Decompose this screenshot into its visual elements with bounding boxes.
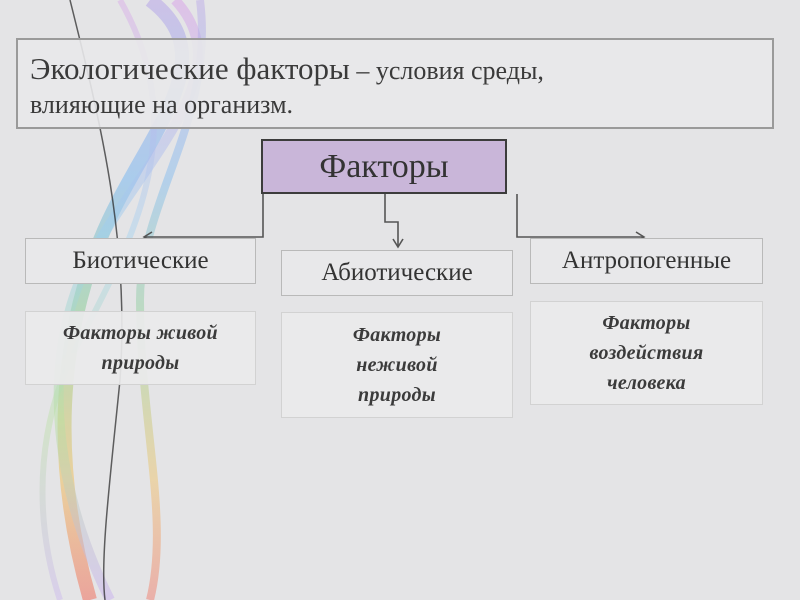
- definition-line-2: влияющие на организм.: [30, 90, 294, 119]
- root-node-factors: Факторы: [261, 139, 507, 194]
- definition-box: Экологические факторы – условия среды, в…: [16, 38, 774, 129]
- definition-dash-text: – условия среды,: [349, 56, 544, 85]
- definition-line-1: Экологические факторы – условия среды,: [30, 50, 760, 90]
- description-biotic: Факторы живой природы: [25, 311, 256, 385]
- description-biotic-text: Факторы живой природы: [63, 322, 218, 374]
- category-biotic: Биотические: [25, 238, 256, 284]
- description-abiotic-text: Факторы неживой природы: [352, 324, 442, 406]
- description-anthropogenic-text: Факторы воздействия человека: [589, 312, 704, 394]
- description-anthropogenic: Факторы воздействия человека: [530, 301, 763, 405]
- definition-term: Экологические факторы: [30, 51, 350, 86]
- category-abiotic: Абиотические: [281, 250, 513, 296]
- description-abiotic: Факторы неживой природы: [281, 312, 513, 418]
- category-anthropogenic: Антропогенные: [530, 238, 763, 284]
